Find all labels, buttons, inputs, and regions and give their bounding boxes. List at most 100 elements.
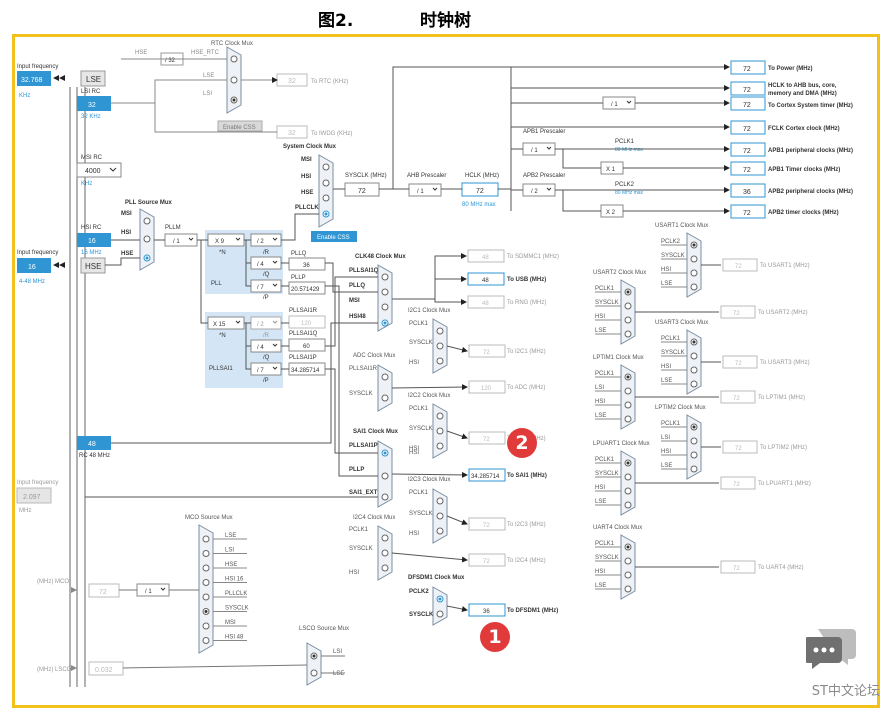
forum-watermark: ST中文论坛 — [811, 684, 880, 699]
i2c3-pclk1-radio[interactable] — [436, 497, 444, 505]
adc-mux-title: ADC Clock Mux — [353, 353, 395, 359]
i2c3-sysclk-radio[interactable] — [436, 512, 444, 520]
usart1-input-radio[interactable] — [690, 283, 698, 291]
lse-frequency-input[interactable] — [17, 71, 51, 86]
lsi-rc-label: LSI RC — [81, 89, 101, 95]
mco-input-radio[interactable] — [202, 579, 210, 586]
apb2-prescaler-select[interactable] — [522, 183, 556, 197]
ext-frequency-input[interactable] — [16, 487, 52, 504]
i2c1-pclk1-radio[interactable] — [436, 327, 444, 335]
i2c1-hsi-radio[interactable] — [436, 357, 444, 365]
usart2-input-radio[interactable] — [624, 330, 632, 338]
i2c2-sysclk-radio[interactable] — [436, 427, 444, 435]
usart1-input-label: HSI — [661, 267, 671, 273]
uart4-input-radio[interactable] — [624, 557, 632, 565]
adc-in1-radio[interactable] — [381, 373, 389, 381]
i2c1-sysclk-radio[interactable] — [436, 342, 444, 350]
adc-in2-radio[interactable] — [381, 394, 389, 402]
lse-block — [80, 70, 106, 87]
uart4-input-radio[interactable] — [624, 571, 632, 579]
uart4-mux-title: UART4 Clock Mux — [593, 525, 642, 531]
pll-q-select[interactable] — [250, 256, 282, 270]
clk48-in3-radio[interactable] — [381, 303, 389, 311]
mco-input-radio[interactable] — [202, 535, 210, 543]
lptim2-input-radio[interactable] — [690, 465, 698, 473]
i2c2-pclk1-radio[interactable] — [436, 412, 444, 420]
sysclk-enable-css-button[interactable] — [311, 231, 357, 242]
i2c4-pclk1-radio[interactable] — [381, 534, 389, 542]
cortex-timer-prescaler-select[interactable] — [602, 96, 636, 110]
uart4-input-radio[interactable] — [624, 585, 632, 593]
usart1-input-radio[interactable] — [690, 255, 698, 263]
usart3-input-radio[interactable] — [690, 380, 698, 388]
rng-value: 48 — [482, 301, 489, 307]
mco-input-radio[interactable] — [202, 550, 210, 557]
lptim1-input-radio[interactable] — [624, 401, 632, 409]
lptim1-input-radio[interactable] — [624, 387, 632, 395]
pll-source-hsi-radio[interactable] — [143, 235, 151, 243]
i2c4-hsi-radio[interactable] — [381, 564, 389, 572]
lpuart1-input-radio[interactable] — [624, 487, 632, 495]
apb1-prescaler-select[interactable] — [522, 142, 556, 156]
usart3-input-radio[interactable] — [690, 352, 698, 360]
usart2-input-radio[interactable] — [624, 316, 632, 324]
output-value-box — [730, 81, 766, 96]
i2c3-hsi-radio[interactable] — [436, 527, 444, 535]
pllm-select[interactable] — [164, 233, 198, 247]
clk48-in2-radio[interactable] — [381, 288, 389, 296]
i2c4-sysclk-radio[interactable] — [381, 549, 389, 557]
hse-frequency-input[interactable] — [17, 258, 51, 273]
pllsai1r-label: PLLSAI1R — [289, 308, 318, 314]
system-clock-mux — [318, 154, 334, 228]
pllsai1-p-select[interactable] — [250, 362, 282, 376]
pllsai1-r-select[interactable] — [250, 316, 282, 330]
lptim2-input-label: LSE — [661, 463, 672, 469]
mco-input-radio[interactable] — [202, 593, 210, 601]
usart1-input-radio[interactable] — [690, 269, 698, 277]
lpuart1-input-radio[interactable] — [624, 501, 632, 509]
lptim2-input-radio[interactable] — [690, 451, 698, 459]
sysclk-hse-radio[interactable] — [322, 194, 330, 202]
sysclk-msi-radio[interactable] — [322, 163, 330, 171]
sysclk-enable-css-label: Enable CSS — [317, 235, 350, 241]
usb-dest: To USB (MHz) — [507, 277, 546, 283]
lptim1-input-radio[interactable] — [624, 415, 632, 423]
mco-input-label: MSI — [225, 620, 236, 626]
pll-source-msi-radio[interactable] — [143, 217, 151, 225]
msi-frequency-select[interactable] — [76, 162, 122, 178]
rtc-hse-radio[interactable] — [230, 55, 238, 63]
rtc-lse-radio[interactable] — [230, 76, 238, 84]
dfsdm-value-box — [468, 603, 506, 617]
pllsai1-q-value: / 4 — [257, 345, 264, 351]
clk48-in1-radio[interactable] — [381, 273, 389, 281]
usart3-input-radio[interactable] — [690, 366, 698, 374]
ahb-prescaler-select[interactable] — [408, 183, 442, 197]
i2c2-hsi-radio[interactable] — [436, 442, 444, 450]
pllsai1-q-select[interactable] — [250, 339, 282, 353]
hse-range: 4-48 MHz — [19, 279, 45, 285]
pclk1-max: 80 MHz max — [615, 147, 644, 153]
pll-p-select[interactable] — [250, 279, 282, 293]
rtc-enable-css-button[interactable] — [217, 120, 263, 132]
dfsdm-sysclk-radio[interactable] — [436, 610, 444, 618]
sysclk-hsi-radio[interactable] — [322, 179, 330, 187]
mco-prescaler-select[interactable] — [136, 583, 170, 597]
pll-r-select[interactable] — [250, 233, 282, 247]
mco-input-label: SYSCLK — [225, 606, 249, 612]
lptim2-input-radio[interactable] — [690, 437, 698, 445]
output-label: To Cortex System timer (MHz) — [768, 103, 853, 109]
sai1-in2-radio[interactable] — [381, 472, 389, 480]
mco-input-radio[interactable] — [202, 637, 210, 644]
lptim1-input-label: LSI — [595, 385, 604, 391]
lpuart1-input-radio[interactable] — [624, 473, 632, 481]
mco-input-radio[interactable] — [202, 622, 210, 630]
sai1-selected-dot — [383, 451, 387, 455]
mco-input-radio[interactable] — [202, 564, 210, 572]
usart2-input-radio[interactable] — [624, 302, 632, 310]
clk48-clock-mux — [377, 264, 393, 332]
chat-bubble-icon[interactable] — [806, 625, 856, 669]
lptim2-input-label: PCLK1 — [661, 421, 681, 427]
sai1-in4-radio[interactable] — [381, 493, 389, 501]
lsco-lse-radio[interactable] — [310, 669, 318, 677]
uart4-input-label: PCLK1 — [595, 541, 615, 547]
